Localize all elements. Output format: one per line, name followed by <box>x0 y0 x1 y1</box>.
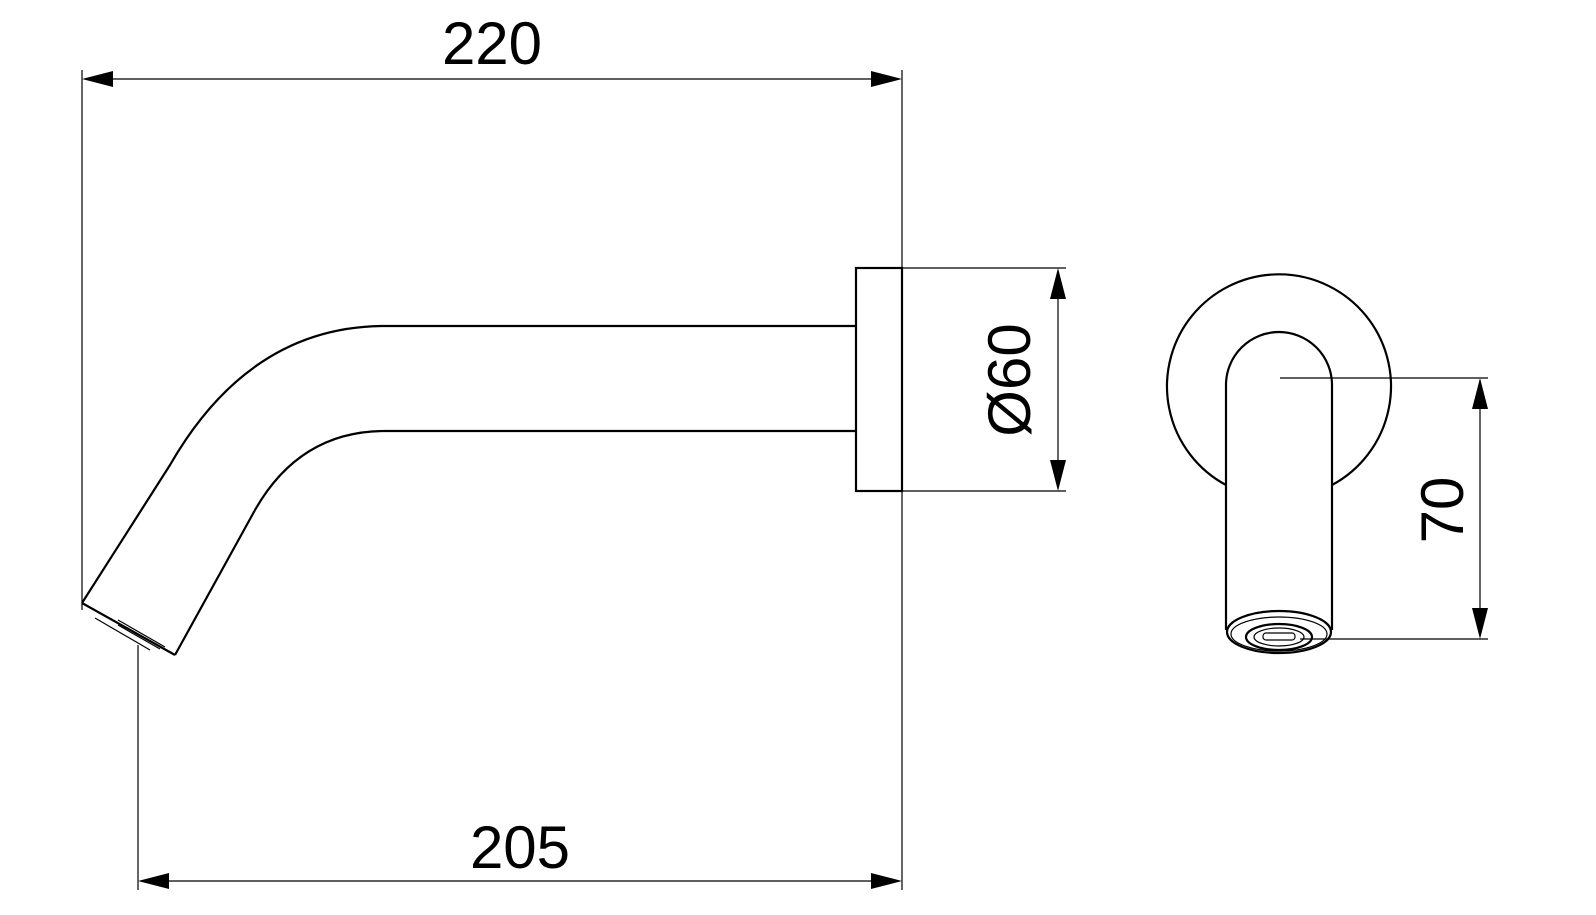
dimension-label-diameter-60: Ø60 <box>976 323 1043 436</box>
aerator-outline <box>94 617 151 651</box>
rosette-circle <box>1165 273 1393 486</box>
spout-outlet <box>1225 609 1333 655</box>
dimension-label-205: 205 <box>470 814 570 881</box>
spout-front-outline <box>1224 330 1334 630</box>
dimension-overall-length: 220 <box>81 10 903 890</box>
side-view: 220 205 Ø60 <box>81 10 1066 890</box>
dimension-label-220: 220 <box>442 10 542 77</box>
wall-rosette <box>854 266 904 493</box>
dimension-label-70: 70 <box>1409 477 1476 544</box>
dimension-projection: 205 <box>137 645 902 890</box>
front-view: 70 <box>1165 273 1488 655</box>
dimension-height: 70 <box>1280 377 1488 640</box>
dimension-rosette-diameter: Ø60 <box>902 267 1066 492</box>
spout-body <box>81 324 856 656</box>
